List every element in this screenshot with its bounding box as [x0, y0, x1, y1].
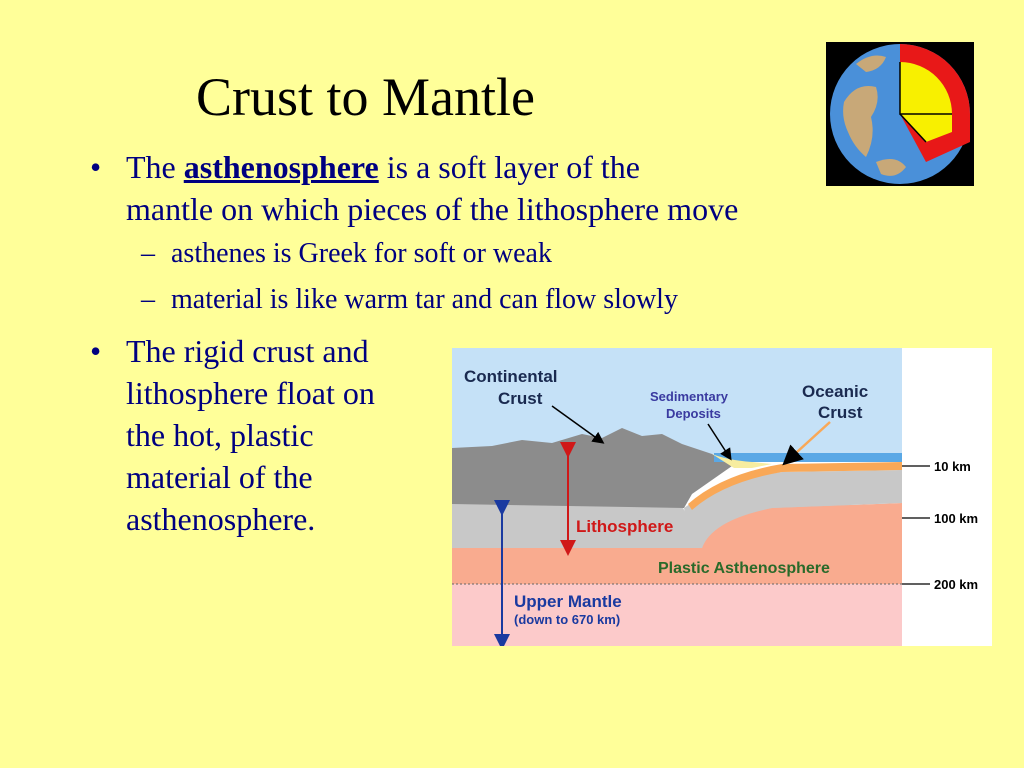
label-lithosphere: Lithosphere — [576, 517, 673, 536]
label-continental: Continental — [464, 367, 558, 386]
label-continental-crust: Crust — [498, 389, 543, 408]
label-plastic-asthenosphere: Plastic Asthenosphere — [658, 560, 830, 577]
slide-title: Crust to Mantle — [196, 67, 535, 127]
ocean-water — [714, 453, 902, 462]
crust-mantle-diagram: 10 km 100 km 200 km Continental Crust Se… — [452, 348, 992, 646]
sub-bullet-tar: – material is like warm tar and can flow… — [141, 284, 678, 315]
keyword-asthenosphere: asthenosphere — [183, 149, 379, 185]
bullet-prefix: The — [126, 149, 184, 185]
asthenosphere-layer — [452, 548, 902, 584]
bullet-asthenosphere: • The asthenosphere is a soft layer of t… — [90, 146, 906, 230]
bullet-dot: • — [90, 333, 102, 369]
bullet-line2: mantle on which pieces of the lithospher… — [126, 191, 739, 227]
label-oceanic-crust: Crust — [818, 403, 863, 422]
depth-label-100km: 100 km — [934, 511, 978, 526]
continental-crust — [452, 428, 732, 508]
sky-layer — [452, 348, 902, 458]
label-deposits: Deposits — [666, 406, 721, 421]
bullet-line1-rest: is a soft layer of the — [378, 149, 640, 185]
earth-cutaway-icon — [826, 42, 974, 186]
dash-icon: – — [141, 238, 155, 269]
sub-bullet-greek: – asthenes is Greek for soft or weak — [141, 238, 552, 269]
depth-label-10km: 10 km — [934, 459, 971, 474]
sedimentary-deposits — [712, 454, 772, 468]
label-oceanic: Oceanic — [802, 382, 868, 401]
bullet-dot: • — [90, 149, 102, 185]
dash-icon: – — [141, 284, 155, 315]
bullet-rigid-crust: • The rigid crust and lithosphere float … — [90, 330, 446, 540]
label-sedimentary: Sedimentary — [650, 389, 729, 404]
upper-mantle-layer — [452, 584, 902, 646]
label-upper-mantle-note: (down to 670 km) — [514, 612, 620, 627]
oceanic-crust — [688, 462, 902, 510]
label-upper-mantle: Upper Mantle — [514, 592, 622, 611]
depth-label-200km: 200 km — [934, 577, 978, 592]
